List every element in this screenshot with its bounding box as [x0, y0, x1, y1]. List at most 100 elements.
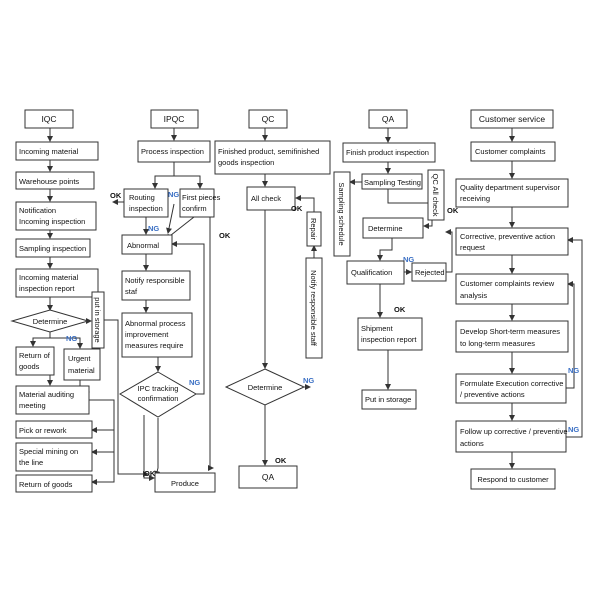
- warehouse-points-box: [15, 171, 95, 190]
- ipqc-ok-bottom: OK: [144, 469, 156, 478]
- follow-up-label-2: actions: [460, 439, 484, 448]
- iqc-determine-diamond: [10, 309, 90, 333]
- urgent-material-box: [63, 348, 101, 381]
- supervisor-box: [455, 178, 569, 208]
- incoming-material-label: Incoming material: [19, 147, 79, 156]
- qualification-label: Qualification: [351, 268, 392, 277]
- rejected-box: [411, 262, 447, 282]
- formulate-actions-label-2: / preventive actions: [460, 390, 525, 399]
- qa-ok-label: OK: [447, 206, 459, 215]
- all-check-box: [246, 186, 296, 211]
- auditing-meeting-label-1: Material auditing: [19, 390, 74, 399]
- iqc-header: IQC: [41, 114, 56, 124]
- qc-header: QC: [262, 114, 275, 124]
- routing-inspection-label-2: inspection: [129, 204, 163, 213]
- sampling-inspection-label: Sampling inspection: [19, 244, 86, 253]
- qa-header: QA: [382, 114, 395, 124]
- return-of-goods-label-2: goods: [19, 362, 40, 371]
- finished-product-label-1: Finished product, semifinished: [218, 147, 319, 156]
- ipqc-column: IPQC Process inspection OK Routing inspe…: [110, 109, 231, 493]
- abnormal-label: Abnormal: [127, 241, 159, 250]
- inspection-report-box: [15, 268, 99, 298]
- ipqc-ng-first: NG: [148, 224, 159, 233]
- special-mining-label-2: the line: [19, 458, 43, 467]
- sampling-testing-box: [361, 173, 423, 190]
- formulate-actions-label-1: Formulate Execution corrective: [460, 379, 563, 388]
- ipqc-ng-tracking: NG: [189, 378, 200, 387]
- corrective-request-label-1: Corrective, preventive action: [460, 232, 555, 241]
- sampling-testing-label: Sampling Testing: [364, 178, 421, 187]
- all-check-label: All check: [251, 194, 281, 203]
- ipqc-ok-left: OK: [110, 191, 122, 200]
- qc-column: QC Finished product, semifinished goods …: [214, 109, 331, 489]
- warehouse-points-label: Warehouse points: [19, 177, 79, 186]
- sampling-schedule-box: [333, 171, 351, 257]
- ipc-tracking-diamond: [119, 371, 197, 418]
- supervisor-label-2: receiving: [460, 194, 490, 203]
- first-pieces-box: [179, 188, 215, 218]
- urgent-material-label-2: material: [68, 366, 95, 375]
- special-mining-box: [15, 442, 93, 472]
- corrective-request-label-2: request: [460, 243, 486, 252]
- return-of-goods-final-label: Return of goods: [19, 480, 73, 489]
- develop-measures-label-1: Develop Short-term measures: [460, 327, 560, 336]
- qc-all-check-label: QC All check: [431, 174, 440, 217]
- notify-staff-label-1: Notify responsible: [125, 276, 185, 285]
- qc-determine-diamond: [224, 368, 306, 406]
- return-of-goods-label-1: Return of: [19, 351, 51, 360]
- iqc-ng-label: NG: [66, 334, 77, 343]
- ipc-tracking-label-1: IPC tracking: [138, 384, 179, 393]
- finished-product-box: [214, 140, 331, 175]
- qc-ok-repair: OK: [291, 204, 303, 213]
- qualification-box: [346, 260, 405, 285]
- qa-ok-bottom: OK: [394, 305, 406, 314]
- review-analysis-box: [455, 273, 569, 305]
- process-inspection-box: [137, 140, 211, 163]
- cs-header: Customer service: [479, 114, 545, 124]
- special-mining-label-1: Special mining on: [19, 447, 78, 456]
- pick-or-rework-label: Pick or rework: [19, 426, 67, 435]
- shipment-report-box: [357, 317, 423, 351]
- corrective-request-box: [455, 227, 569, 256]
- notification-label-1: Notification: [19, 206, 56, 215]
- finished-product-label-2: goods inspection: [218, 158, 274, 167]
- qa-determine-label: Determine: [368, 224, 403, 233]
- notify-staff-box: [121, 270, 191, 301]
- notify-responsible-box: [305, 257, 323, 359]
- qa-target-box: [238, 465, 298, 489]
- finish-inspection-box: [342, 142, 436, 163]
- abnormal-measures-box: [121, 312, 193, 358]
- supervisor-label-1: Quality department supervisor: [460, 183, 561, 192]
- cs-ng-formulate: NG: [568, 366, 579, 375]
- inspection-report-label-2: inspection report: [19, 284, 75, 293]
- qa-determine-box: [362, 217, 424, 239]
- cs-header-box: [470, 109, 554, 129]
- pick-or-rework-box: [15, 420, 93, 439]
- formulate-actions-box: [455, 373, 567, 404]
- qa-target-label: QA: [262, 472, 275, 482]
- incoming-material-box: [15, 141, 99, 161]
- routing-inspection-label-1: Routing: [129, 193, 155, 202]
- put-in-storage-box: [91, 291, 105, 349]
- ipc-tracking-label-2: confirmation: [138, 394, 179, 403]
- first-pieces-label-1: First pieces: [182, 193, 221, 202]
- qc-ok-bottom: OK: [275, 456, 287, 465]
- notify-responsible-label: Notify responsible staff: [309, 270, 318, 347]
- develop-measures-box: [455, 320, 569, 353]
- produce-box: [154, 472, 216, 493]
- sampling-inspection-box: [15, 238, 91, 258]
- return-of-goods-box: [15, 346, 55, 376]
- process-inspection-label: Process inspection: [141, 147, 204, 156]
- qa-ng-label: NG: [403, 255, 414, 264]
- ipqc-header: IPQC: [164, 114, 185, 124]
- follow-up-box: [455, 420, 567, 453]
- finish-inspection-label: Finish product inspection: [346, 148, 429, 157]
- cs-ng-follow: NG: [568, 425, 579, 434]
- shipment-report-label-2: inspection report: [361, 335, 417, 344]
- respond-box: [470, 468, 556, 490]
- repair-label: Repair: [309, 218, 318, 241]
- develop-measures-label-2: to long-term measures: [460, 339, 535, 348]
- rejected-label: Rejected: [415, 268, 445, 277]
- ipqc-header-box: [150, 109, 199, 129]
- review-analysis-label-2: analysis: [460, 291, 487, 300]
